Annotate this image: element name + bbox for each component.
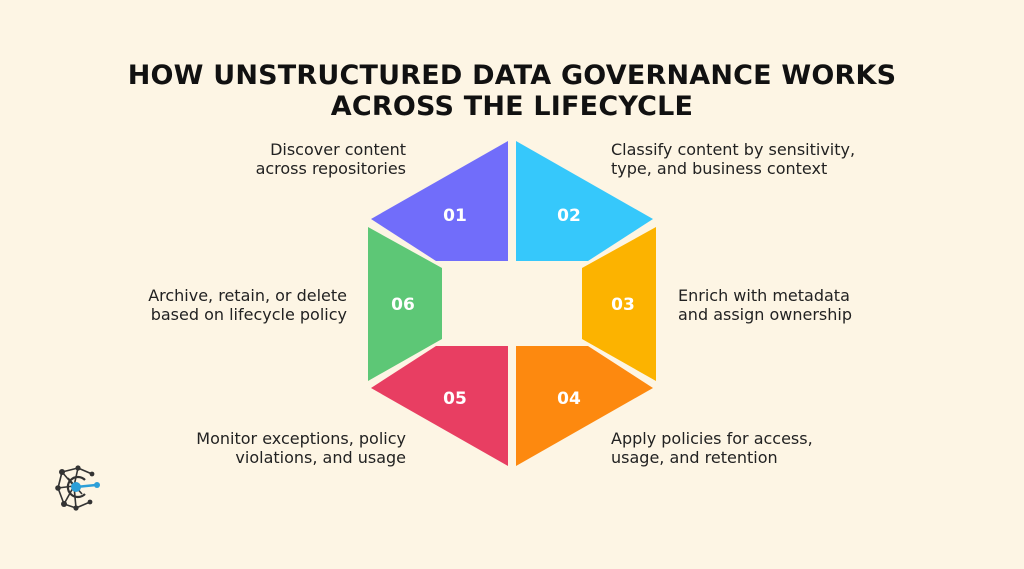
segment-01-shape [371, 141, 508, 261]
step-05-line-1: Monitor exceptions, policy [196, 429, 406, 448]
segment-03-number: 03 [611, 295, 635, 315]
segment-04-number: 04 [557, 389, 581, 409]
segment-02-number: 02 [557, 206, 581, 226]
segment-02: 02 [516, 141, 653, 261]
step-06-line-1: Archive, retain, or delete [148, 286, 347, 305]
step-02-line-1: Classify content by sensitivity, [611, 140, 856, 159]
title-line-1: HOW UNSTRUCTURED DATA GOVERNANCE WORKS [127, 60, 897, 91]
step-03-description: Enrich with metadata and assign ownershi… [678, 286, 852, 324]
step-01-description: Discover content across repositories [256, 140, 406, 178]
segment-06-shape [368, 227, 442, 381]
segment-05-number: 05 [443, 389, 467, 409]
step-04-description: Apply policies for access, usage, and re… [611, 429, 813, 467]
network-logo-icon [55, 465, 100, 511]
step-05-description: Monitor exceptions, policy violations, a… [196, 429, 406, 467]
segment-01-number: 01 [443, 206, 467, 226]
step-03-line-2: and assign ownership [678, 305, 853, 324]
step-03-line-1: Enrich with metadata [678, 286, 850, 305]
step-06-line-2: based on lifecycle policy [150, 305, 347, 324]
page-title: HOW UNSTRUCTURED DATA GOVERNANCE WORKS A… [0, 60, 1024, 122]
step-05-line-2: violations, and usage [235, 448, 406, 467]
segment-05-shape [371, 346, 508, 466]
step-01-line-2: across repositories [255, 159, 406, 178]
step-04-line-1: Apply policies for access, [611, 429, 813, 448]
segment-01: 01 [371, 141, 508, 261]
step-04-line-2: usage, and retention [611, 448, 778, 467]
segment-06: 06 [368, 227, 442, 381]
title-line-2: ACROSS THE LIFECYCLE [330, 91, 694, 122]
segment-02-shape [516, 141, 653, 261]
step-06-description: Archive, retain, or delete based on life… [148, 286, 347, 324]
step-02-description: Classify content by sensitivity, type, a… [611, 140, 855, 178]
segment-03: 03 [582, 227, 656, 381]
segment-06-number: 06 [391, 295, 415, 315]
segment-04-shape [516, 346, 653, 466]
segment-04: 04 [516, 346, 653, 466]
step-01-line-1: Discover content [270, 140, 406, 159]
step-02-line-2: type, and business context [611, 159, 828, 178]
segment-05: 05 [371, 346, 508, 466]
segment-03-shape [582, 227, 656, 381]
